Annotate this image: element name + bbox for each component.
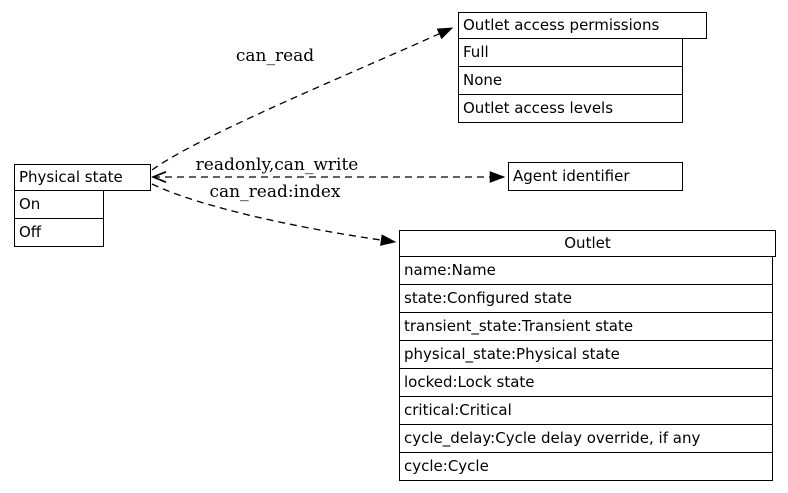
node-outlet-row-locked: locked:Lock state xyxy=(399,368,773,397)
node-outlet-row-cycle: cycle:Cycle xyxy=(399,452,773,481)
node-outlet-row-state: state:Configured state xyxy=(399,284,773,313)
node-outlet-access-permissions-row-full: Full xyxy=(458,38,683,67)
edge-label-readonly-can-write: readonly,can_write xyxy=(195,155,359,175)
node-physical-state-row-on: On xyxy=(14,190,104,219)
node-outlet-row-name: name:Name xyxy=(399,256,773,285)
node-physical-state-header: Physical state xyxy=(14,164,151,191)
node-physical-state-row-off: Off xyxy=(14,218,104,247)
node-outlet-access-permissions-row-none: None xyxy=(458,66,683,95)
node-outlet-row-cycle-delay: cycle_delay:Cycle delay override, if any xyxy=(399,424,773,453)
edge-label-can-read-index: can_read:index xyxy=(209,182,341,202)
node-outlet-header: Outlet xyxy=(399,230,776,257)
node-outlet-row-transient-state: transient_state:Transient state xyxy=(399,312,773,341)
node-outlet-access-permissions-header: Outlet access permissions xyxy=(458,12,707,39)
node-outlet-row-physical-state: physical_state:Physical state xyxy=(399,340,773,369)
node-outlet-row-critical: critical:Critical xyxy=(399,396,773,425)
node-outlet-access-permissions-row-levels: Outlet access levels xyxy=(458,94,683,123)
edge-can-read-path xyxy=(151,27,454,171)
edge-label-can-read: can_read xyxy=(235,46,315,66)
node-agent-identifier: Agent identifier xyxy=(508,162,683,191)
edge-can-read-index-path xyxy=(151,183,397,246)
